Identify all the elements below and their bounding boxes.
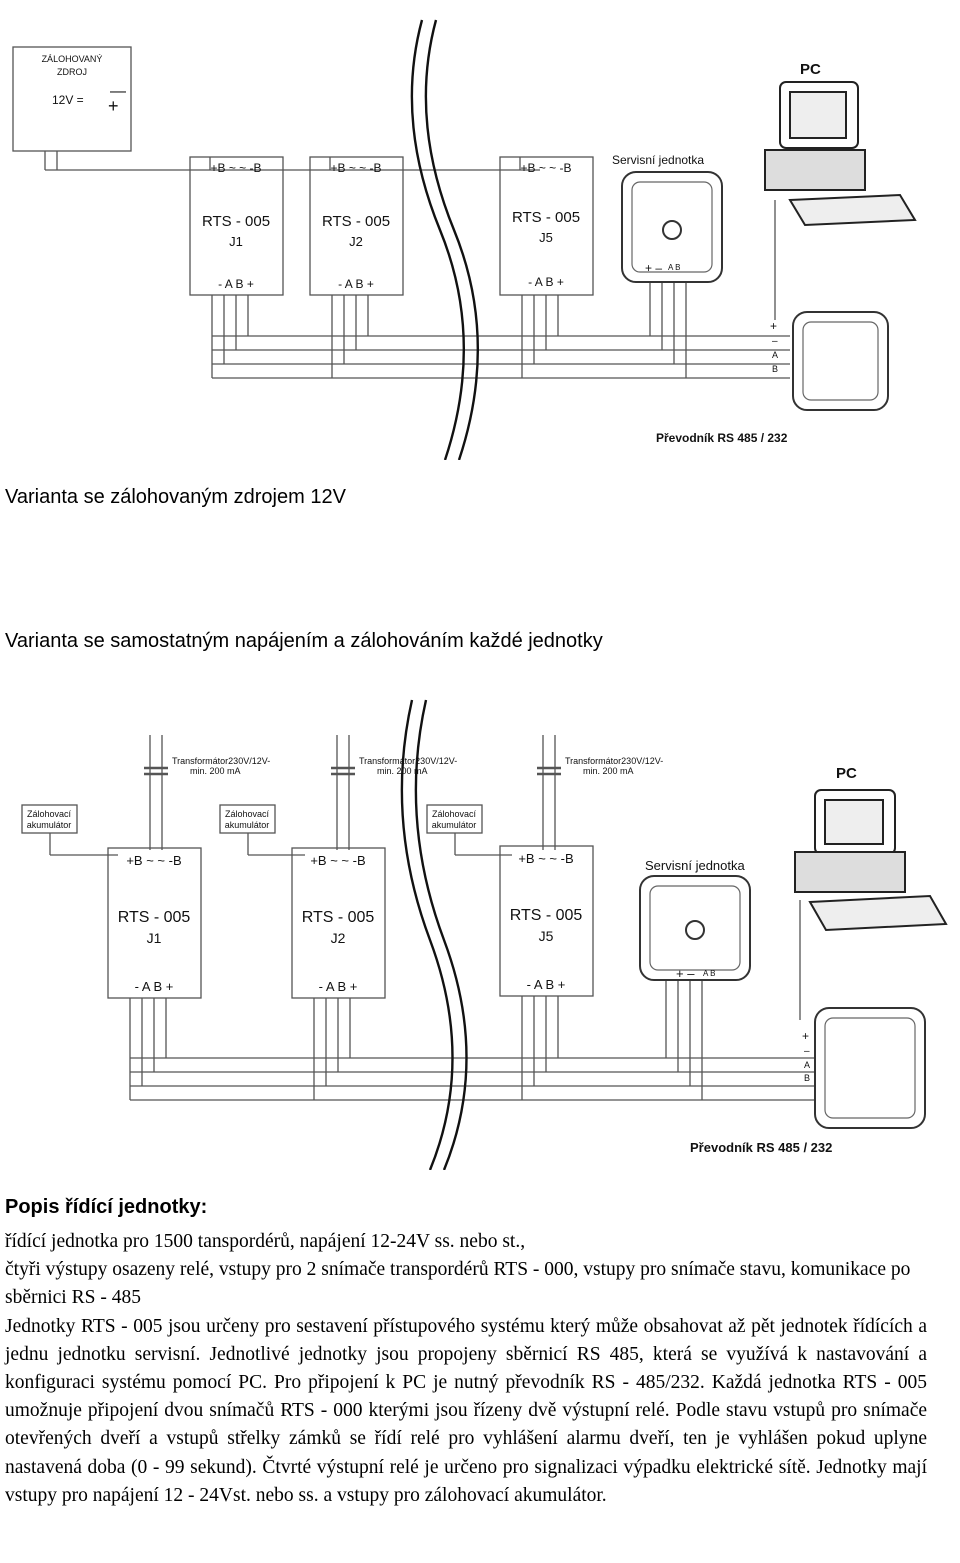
converter-terminal-minus: – [804, 1046, 810, 1057]
converter-label: Převodník RS 485 / 232 [690, 1140, 832, 1155]
unit-j1-model: RTS - 005 [118, 909, 191, 926]
unit-j1-model: RTS - 005 [202, 213, 270, 230]
converter-terminal-a: A [772, 350, 778, 360]
converter-terminal-plus: + [770, 319, 777, 333]
unit-j2-terminals-bottom: - A B + [338, 277, 374, 291]
wiring-diagram-separate-supply: Transformátor230V/12V- min. 200 mA Trans… [21, 699, 948, 1170]
unit-j5-model: RTS - 005 [512, 209, 580, 226]
service-unit-led-icon [662, 220, 682, 240]
unit-j1-terminals-bottom: - A B + [135, 979, 174, 994]
break-line [410, 19, 465, 460]
backup-supply-label-2: ZDROJ [57, 67, 87, 77]
pc-label: PC [836, 765, 857, 782]
service-unit-label: Servisní jednotka [612, 153, 704, 167]
transformer-label-3b: min. 200 mA [583, 766, 634, 776]
pc-label: PC [800, 61, 821, 78]
service-unit-terminals: + – [645, 261, 662, 275]
converter-terminal-minus: – [772, 336, 778, 347]
service-unit-terminals: + – [676, 966, 695, 981]
converter-box [792, 311, 889, 411]
transformer-label-2b: min. 200 mA [377, 766, 428, 776]
plus-sign: + [108, 96, 119, 116]
pc-computer-icon [764, 81, 917, 227]
service-unit-box [639, 875, 751, 981]
unit-j2-terminals-top: +B ~ ~ -B [330, 161, 381, 175]
description-line-1: řídící jednotka pro 1500 tanspordérů, na… [5, 1231, 526, 1252]
unit-j5-terminals-bottom: - A B + [528, 275, 564, 289]
heading-variant-separate-supply: Varianta se samostatným napájením a zálo… [5, 630, 603, 652]
transformer-label-1: Transformátor230V/12V- [172, 756, 270, 766]
service-unit-terminals-ab: A B [668, 263, 680, 272]
transformer-label-3: Transformátor230V/12V- [565, 756, 663, 766]
service-unit-box [621, 171, 723, 283]
description-title: Popis řídící jednotky: [5, 1196, 208, 1218]
unit-j2-model: RTS - 005 [302, 909, 375, 926]
converter-terminal-plus: + [802, 1029, 809, 1043]
unit-j2-terminals-bottom: - A B + [319, 979, 358, 994]
description-paragraph: Jednotky RTS - 005 jsou určeny pro sesta… [5, 1315, 927, 1506]
converter-terminal-b: B [772, 364, 778, 374]
transformer-label-1b: min. 200 mA [190, 766, 241, 776]
unit-j5-terminals-bottom: - A B + [527, 977, 566, 992]
converter-label: Převodník RS 485 / 232 [656, 431, 788, 445]
unit-j5-model: RTS - 005 [510, 907, 583, 924]
break-line [400, 699, 454, 1170]
unit-j5-terminals-top: +B ~ ~ -B [518, 851, 573, 866]
description-text: řídící jednotka pro 1500 tanspordérů, na… [5, 1228, 927, 1510]
battery-label-2b: akumulátor [225, 820, 270, 830]
converter-terminal-b: B [804, 1073, 810, 1083]
unit-j2-id: J2 [349, 234, 363, 249]
battery-label-1: Zálohovací [27, 809, 72, 819]
minus-sign: — [110, 83, 126, 100]
backup-supply-label: ZÁLOHOVANÝ [42, 54, 103, 64]
unit-j1-terminals-top: +B ~ ~ -B [126, 853, 181, 868]
unit-j2-terminals-top: +B ~ ~ -B [310, 853, 365, 868]
service-unit-label: Servisní jednotka [645, 858, 745, 873]
transformer-label-2: Transformátor230V/12V- [359, 756, 457, 766]
battery-label-2: Zálohovací [225, 809, 270, 819]
wiring-diagram-backup-supply: ZÁLOHOVANÝ ZDROJ 12V = — + +B ~ ~ -B RTS… [12, 19, 917, 460]
unit-j1-id: J1 [147, 930, 162, 946]
description-line-2: čtyři výstupy osazeny relé, vstupy pro 2… [5, 1259, 911, 1309]
service-unit-led-icon [685, 920, 705, 940]
backup-supply-voltage: 12V = [52, 93, 84, 107]
unit-j1-terminals-bottom: - A B + [218, 277, 254, 291]
unit-j1-id: J1 [229, 234, 243, 249]
unit-j5-id: J5 [539, 928, 554, 944]
heading-variant-backup-supply: Varianta se zálohovaným zdrojem 12V [5, 486, 346, 508]
converter-box [814, 1007, 926, 1129]
unit-j5-terminals-top: +B ~ ~ -B [520, 161, 571, 175]
backup-supply-box [12, 46, 132, 152]
unit-j1-terminals-top: +B ~ ~ -B [210, 161, 261, 175]
battery-label-3: Zálohovací [432, 809, 477, 819]
pc-computer-icon [794, 789, 948, 932]
battery-label-1b: akumulátor [27, 820, 72, 830]
converter-terminal-a: A [804, 1060, 810, 1070]
battery-label-3b: akumulátor [432, 820, 477, 830]
unit-j2-model: RTS - 005 [322, 213, 390, 230]
service-unit-terminals-ab: A B [703, 969, 715, 978]
unit-j2-id: J2 [331, 930, 346, 946]
unit-j5-id: J5 [539, 230, 553, 245]
